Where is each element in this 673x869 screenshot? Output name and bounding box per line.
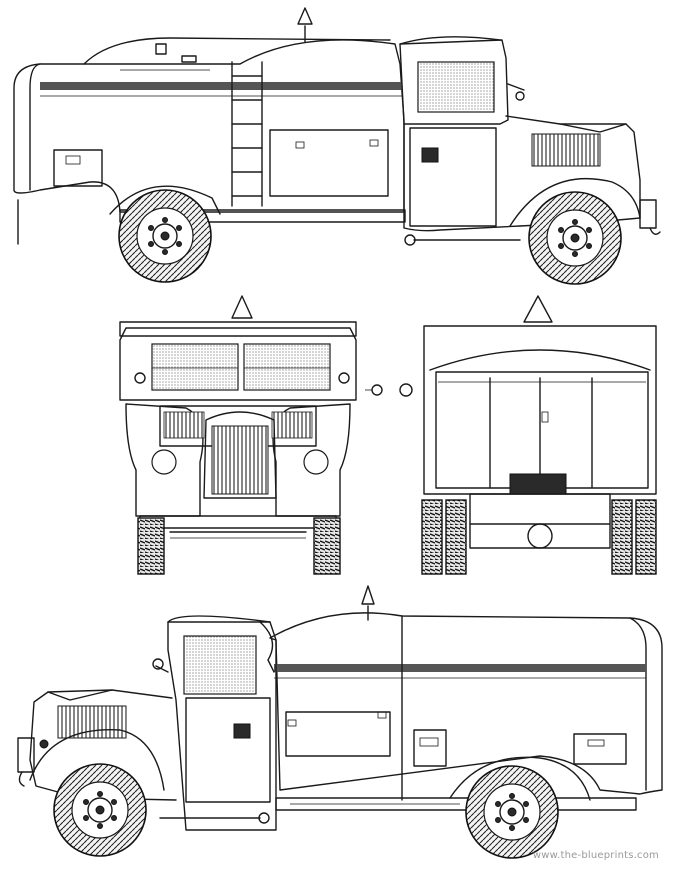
side-view-left bbox=[13, 7, 661, 285]
antenna-icon bbox=[523, 295, 553, 323]
side-view-right bbox=[17, 585, 663, 859]
antenna-icon bbox=[361, 585, 375, 621]
front-wheel-icon bbox=[53, 763, 147, 857]
watermark-text: www.the-blueprints.com bbox=[532, 850, 659, 861]
ladder bbox=[231, 61, 263, 207]
rear-wheel-icon bbox=[118, 189, 212, 283]
mirror-icon bbox=[152, 658, 169, 673]
antenna-icon bbox=[297, 7, 313, 43]
front-wheel-icon bbox=[528, 191, 622, 285]
lamp-icon bbox=[365, 383, 413, 397]
headlight-icon bbox=[151, 449, 329, 475]
antenna-icon bbox=[231, 295, 253, 319]
mirror-icon bbox=[507, 83, 525, 101]
rear-wheel-icon bbox=[465, 765, 559, 859]
grille-icon bbox=[203, 411, 277, 499]
rear-view bbox=[421, 295, 657, 575]
front-view bbox=[119, 295, 357, 575]
